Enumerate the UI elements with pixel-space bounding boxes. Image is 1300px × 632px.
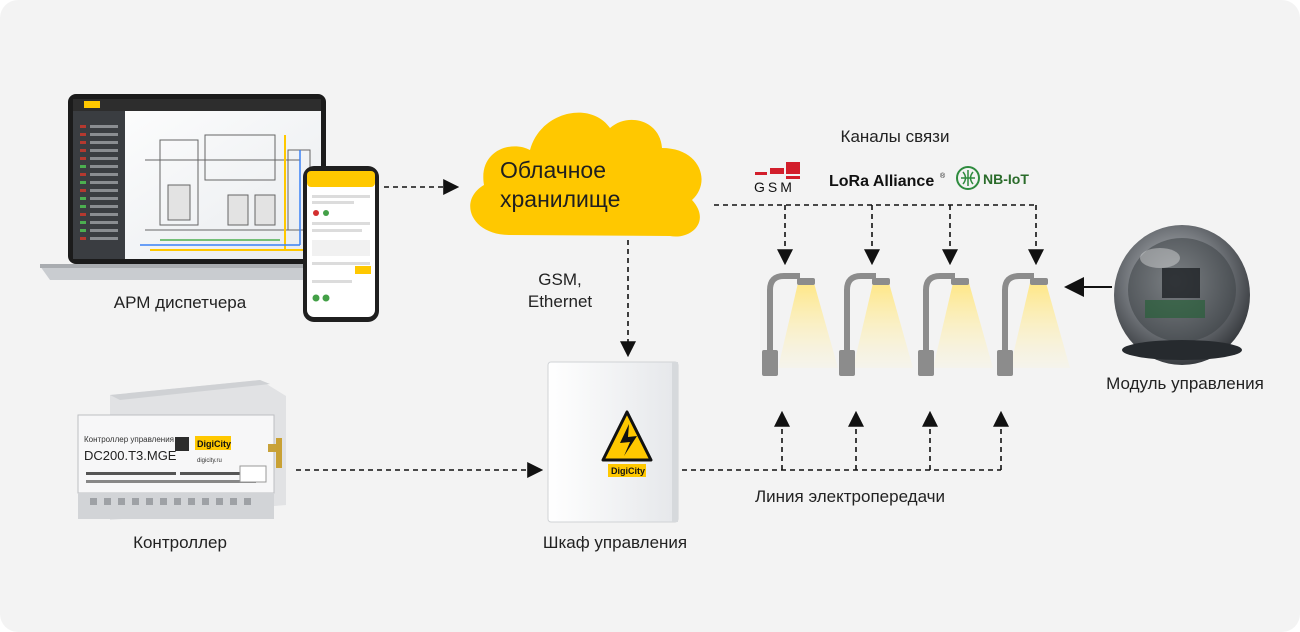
- gsm-ethernet-label: GSM, Ethernet: [500, 269, 620, 313]
- control-cabinet-label: Шкаф управления: [542, 533, 688, 552]
- controller-model: DC200.T3.MGE: [84, 448, 177, 463]
- gsm-logo-text: GSM: [754, 179, 795, 195]
- cloud-storage-label-line1: Облачное: [500, 157, 607, 183]
- cloud-storage-label-line2: хранилище: [500, 186, 621, 212]
- gsm-ethernet-label-line1: GSM,: [538, 270, 582, 289]
- lora-logo-text: LoRa Alliance: [829, 173, 934, 190]
- operator-workstation-label: АРМ диспетчера: [113, 293, 247, 312]
- controller-label: Контроллер: [133, 533, 227, 552]
- cloud-icon: [470, 112, 702, 237]
- controller-brand: DigiCity: [197, 439, 231, 449]
- controller-device-icon: [77, 380, 286, 520]
- high-voltage-icon: [601, 410, 653, 477]
- street-lamp-icon: [839, 273, 913, 376]
- laptop-icon: [40, 94, 356, 280]
- control-module-icon: [1114, 225, 1250, 365]
- gsm-ethernet-label-line2: Ethernet: [527, 292, 593, 311]
- cloud-storage-label: Облачное хранилище: [500, 156, 680, 214]
- controller-site: digicity.ru: [197, 458, 222, 464]
- street-lamp-icon: [918, 273, 993, 376]
- nbiot-logo-text: NB-IoT: [983, 171, 1029, 187]
- gsm-logo: [755, 162, 800, 179]
- lora-logo-mark: ®: [940, 172, 946, 180]
- power-line-label: Линия электропередачи: [754, 487, 945, 506]
- control-module-label: Модуль управления: [1106, 374, 1264, 393]
- street-lamp-icon: [997, 273, 1070, 376]
- street-lamp-icon: [762, 273, 838, 376]
- smartphone-icon: [303, 166, 379, 322]
- communication-channels-label: Каналы связи: [840, 127, 950, 146]
- controller-title: Контроллер управления: [84, 435, 174, 444]
- nbiot-logo-icon: [956, 166, 980, 190]
- cabinet-brand: DigiCity: [611, 466, 645, 476]
